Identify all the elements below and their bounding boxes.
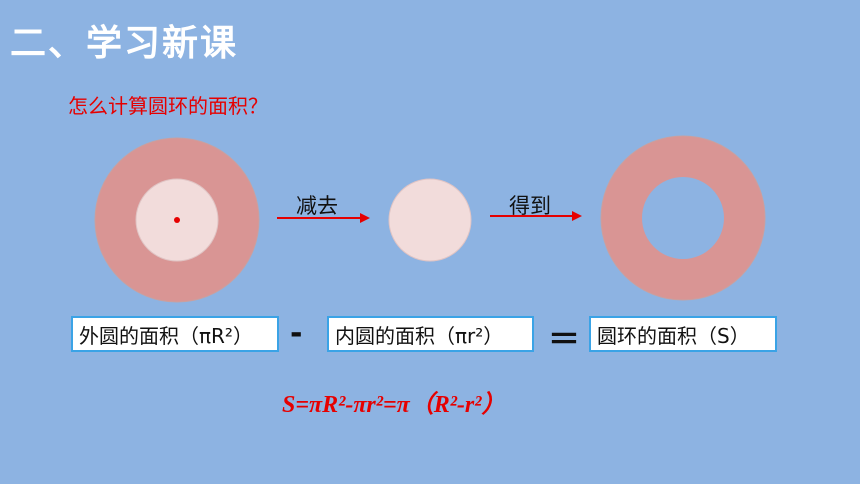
subtract-label: 减去 [296,194,338,218]
center-dot [174,217,180,223]
result-label: 得到 [509,194,551,218]
ring-hole [642,177,724,259]
slide-title: 二、学习新课 [10,23,239,64]
equals-sign: ＝ [548,320,581,358]
ring-area-box: 圆环的面积（S） [589,316,777,352]
inner-area-box: 内圆的面积（πr²） [327,316,534,352]
question-text: 怎么计算圆环的面积？ [68,94,268,118]
result-arrow [490,211,582,221]
area-formula: S=πR²-πr²=π（R²-r²） [282,392,506,418]
subtract-arrow [277,213,370,223]
inner-circle-alone [388,178,472,262]
outer-area-box: 外圆的面积（πR²） [71,316,279,352]
minus-sign: - [290,316,303,351]
